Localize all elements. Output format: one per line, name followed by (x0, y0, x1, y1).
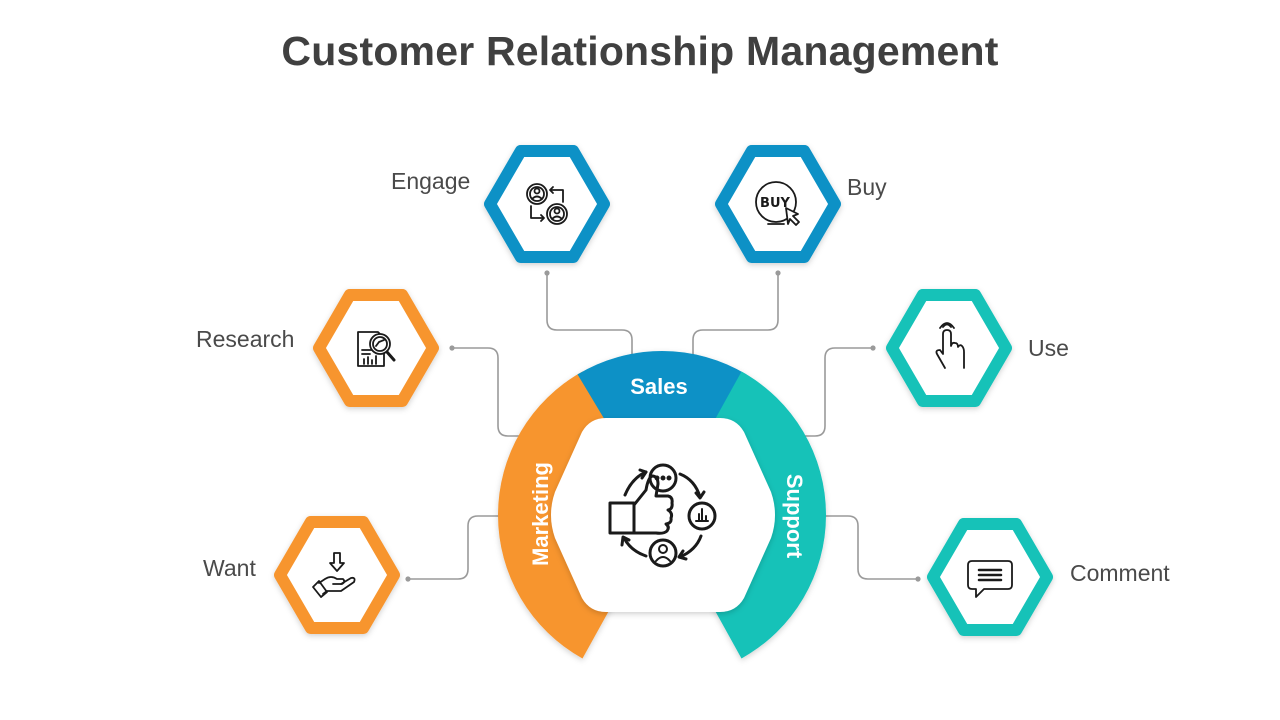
connector-dot (775, 270, 781, 276)
stage-hexagon (274, 516, 400, 634)
comment-bubble-icon (967, 560, 1013, 598)
stage-hexagon (927, 518, 1053, 636)
segment-label-marketing: Marketing (528, 462, 553, 566)
segment-label-sales: Sales (630, 374, 688, 399)
connector-engage (546, 273, 633, 383)
stage-label-buy: Buy (847, 174, 887, 200)
stage-label-comment: Comment (1070, 560, 1170, 586)
connector-dot (405, 576, 411, 582)
stage-label-engage: Engage (391, 168, 471, 194)
segment-label-support: Support (782, 474, 807, 559)
stage-use[interactable] (886, 289, 1012, 407)
thumbs-up-cycle-icon (608, 463, 717, 568)
connector-comment (804, 515, 918, 580)
segment-sales[interactable] (577, 351, 747, 433)
connector-dot (544, 270, 550, 276)
stage-engage[interactable] (484, 145, 610, 263)
svg-text:BUY: BUY (760, 196, 790, 211)
connector-want (408, 515, 520, 580)
stage-want[interactable] (274, 516, 400, 634)
connector-buy (692, 273, 779, 383)
buy-button-icon: BUY (755, 181, 800, 226)
stage-label-research: Research (196, 326, 295, 352)
connector-dot (449, 345, 455, 351)
page-title: Customer Relationship Management (281, 28, 999, 74)
connector-dot (870, 345, 876, 351)
user-exchange-icon (526, 183, 568, 225)
hand-receive-icon (312, 552, 356, 598)
touch-hand-icon (935, 322, 965, 369)
stage-hexagon (484, 145, 610, 263)
stage-label-want: Want (203, 555, 256, 581)
stage-hexagon (886, 289, 1012, 407)
connector-use (767, 347, 873, 437)
stage-research[interactable] (313, 289, 439, 407)
center-hexagon (551, 418, 775, 612)
stage-label-use: Use (1028, 335, 1069, 361)
connector-research (452, 347, 557, 437)
center-hub[interactable] (551, 418, 775, 612)
report-magnifier-icon (357, 331, 396, 367)
connector-dot (915, 576, 921, 582)
stage-buy[interactable]: BUY (715, 145, 841, 263)
stage-comment[interactable] (927, 518, 1053, 636)
stage-hexagon (715, 145, 841, 263)
connectors (408, 273, 918, 580)
